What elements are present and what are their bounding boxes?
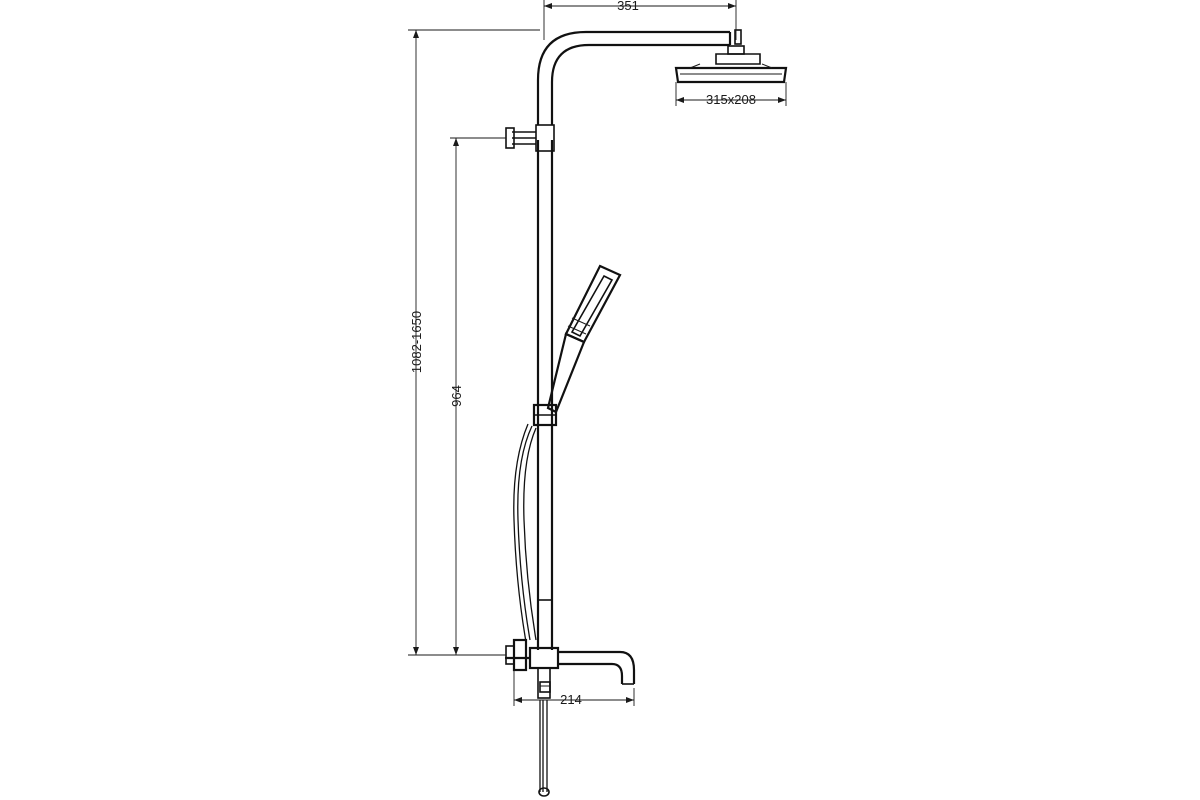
dimension-arm-length: 351 (543, 0, 737, 40)
rain-shower-head (674, 53, 788, 84)
hand-shower (546, 264, 622, 414)
riser-pipe (536, 140, 554, 650)
dimension-head-size: 315x208 (675, 82, 787, 107)
dimension-total-height: 1082-1650 (408, 29, 540, 656)
upper-wall-bracket (505, 124, 555, 152)
shower-hose (513, 423, 550, 797)
bath-spout (558, 650, 636, 685)
total-height-label: 1082-1650 (409, 311, 424, 373)
mixer-to-holder-label: 964 (449, 385, 464, 407)
dimension-spout-length: 214 (513, 670, 635, 707)
shower-arm (536, 29, 745, 125)
arm-length-label: 351 (617, 0, 639, 13)
slider-holder (532, 403, 558, 427)
head-size-label: 315x208 (706, 92, 756, 107)
dimension-mixer-to-holder: 964 (449, 137, 506, 656)
spout-length-label: 214 (560, 692, 582, 707)
mixer-body (505, 638, 560, 699)
